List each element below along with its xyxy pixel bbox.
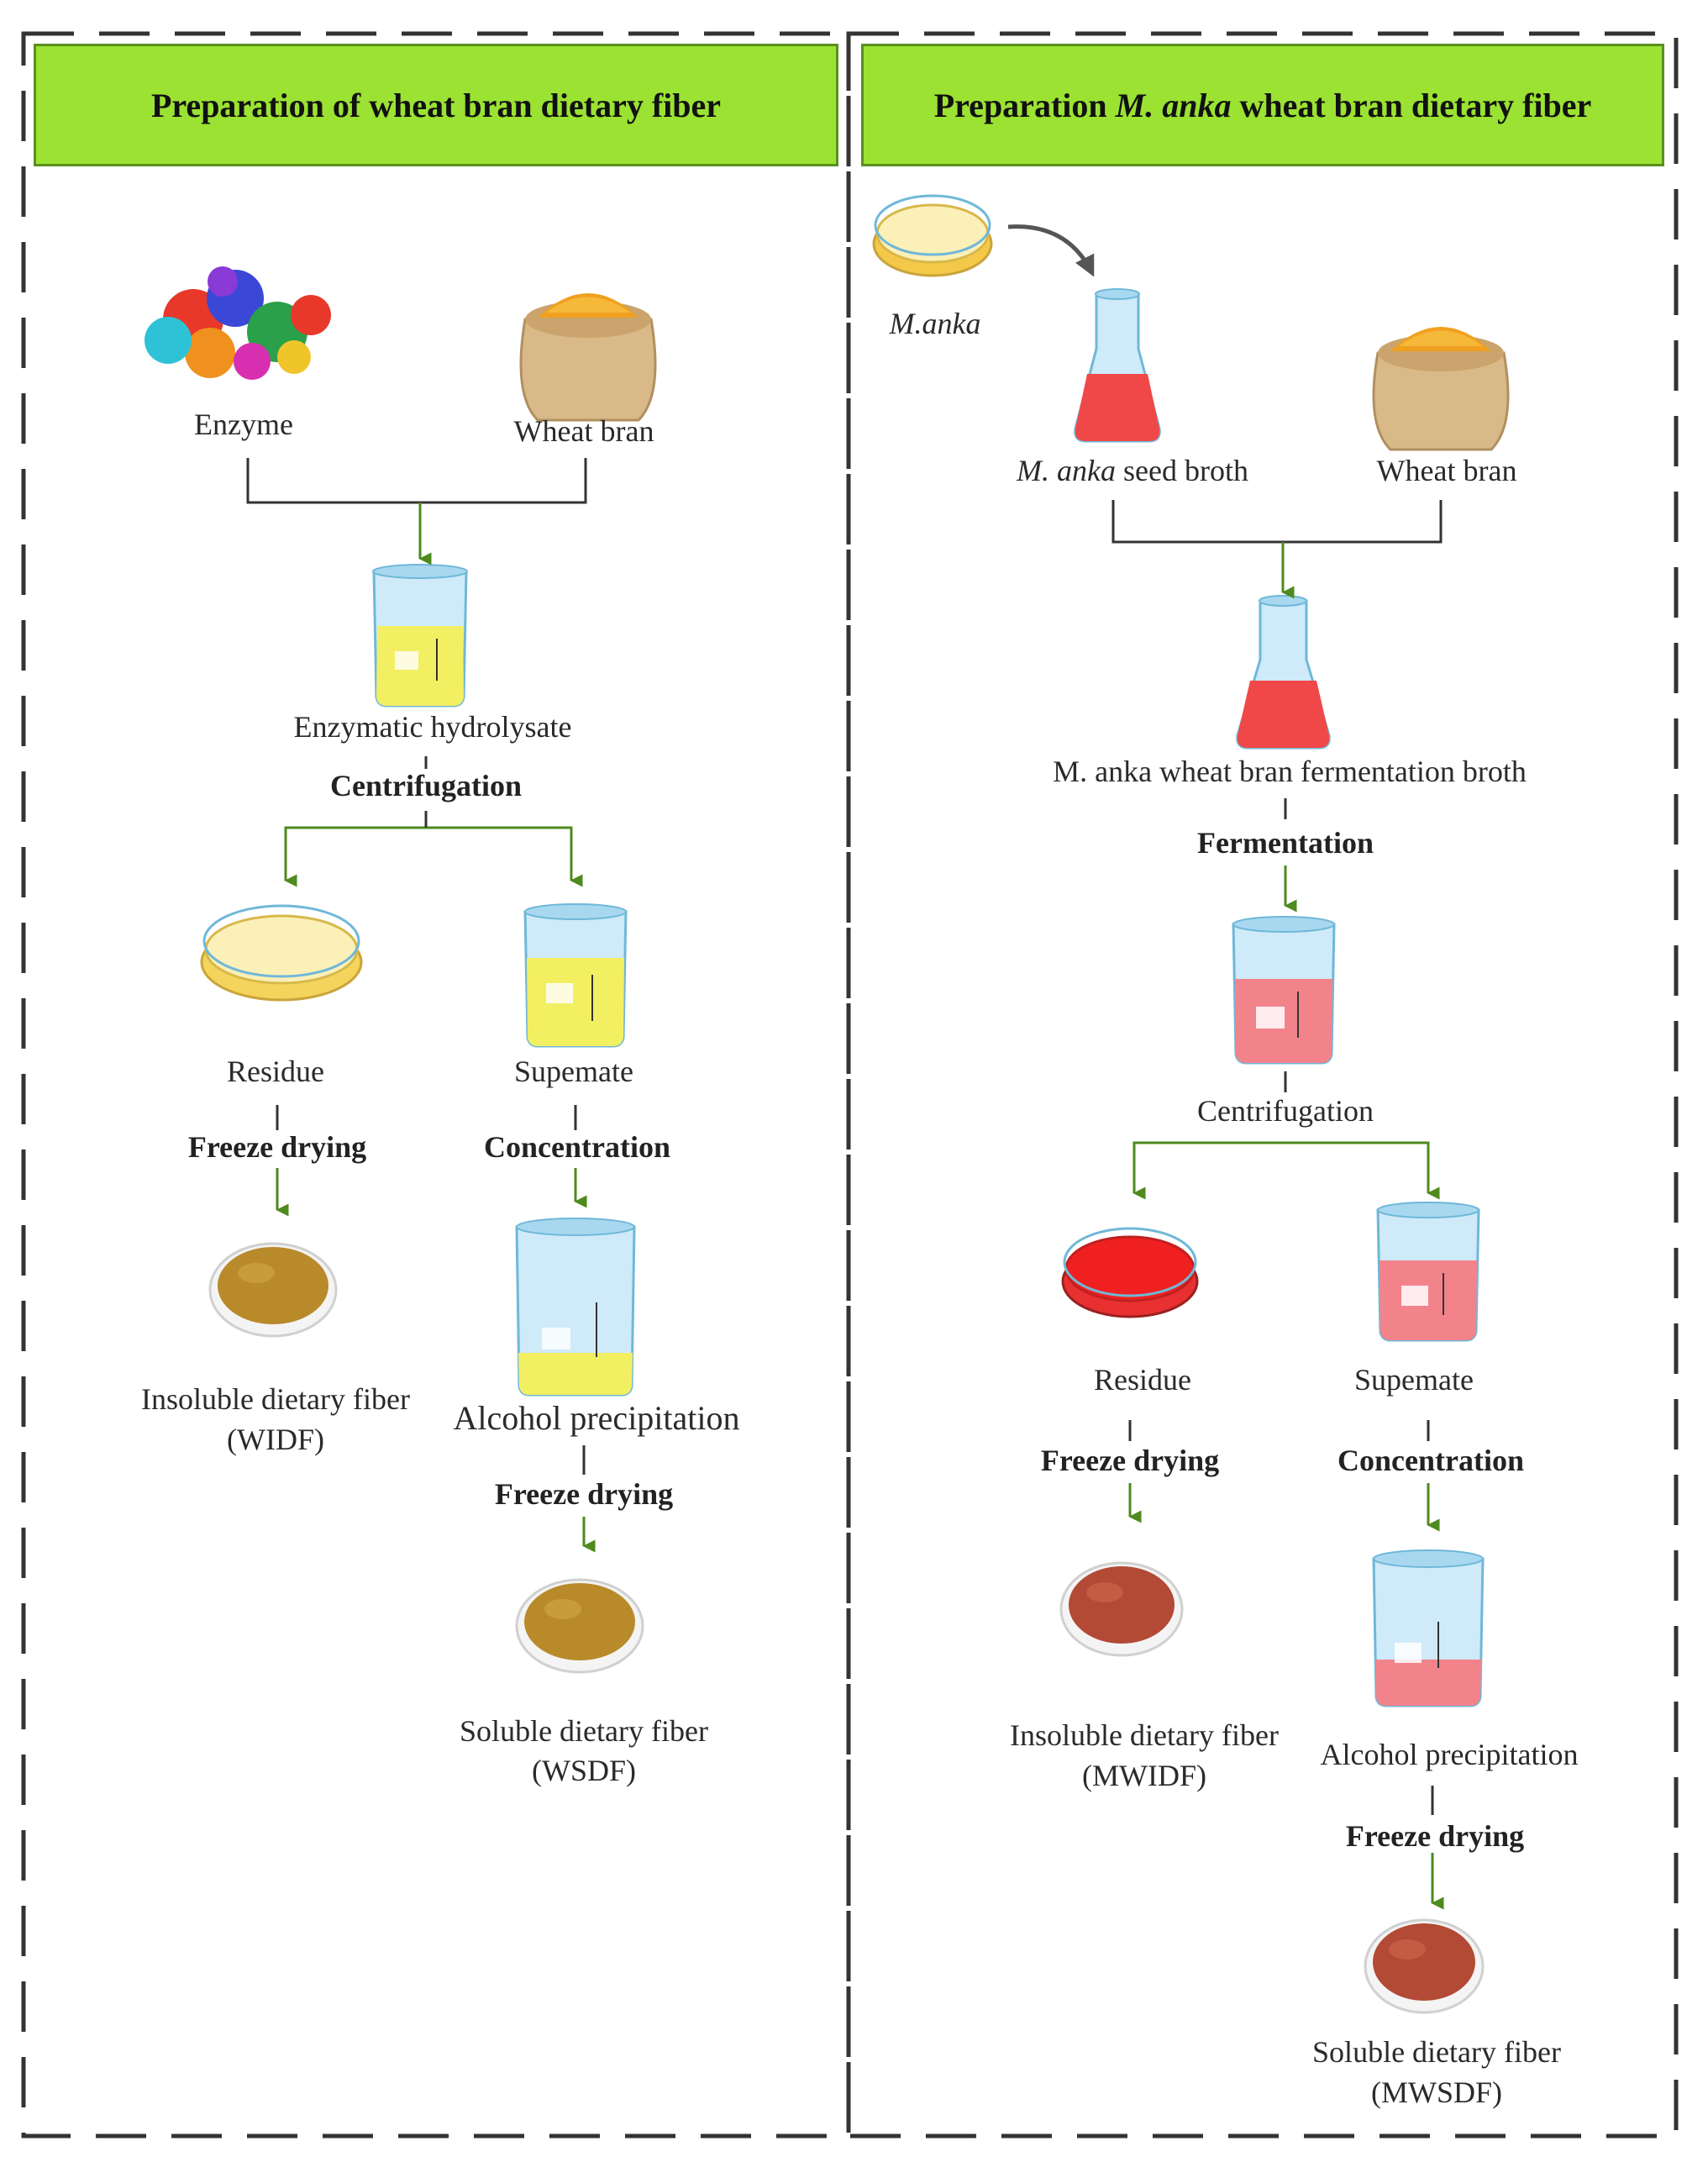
mwidf-label-line1: Insoluble dietary fiber [1010, 1718, 1279, 1752]
alcohol-beaker-icon [515, 1218, 636, 1397]
mwidf-label-line2: (MWIDF) [1082, 1759, 1206, 1792]
widf-label-line2: (WIDF) [227, 1423, 324, 1456]
enzyme-icon [145, 266, 331, 380]
residue-freeze-drying-label-right: Freeze drying [1040, 1444, 1220, 1477]
wheat-bran-label: Wheat bran [513, 414, 654, 448]
enzyme-label: Enzyme [194, 408, 293, 441]
red-alcohol-beaker-icon [1372, 1549, 1485, 1707]
fermented-beaker-icon [1232, 916, 1336, 1065]
left-connectors [246, 458, 596, 1553]
left-panel-title: Preparation of wheat bran dietary fiber [34, 44, 838, 166]
manka-label: M.anka [889, 307, 981, 340]
mwsdf-powder-icon [1364, 1918, 1485, 2014]
left-panel-title-text: Preparation of wheat bran dietary fiber [150, 86, 722, 124]
left-panel-border [21, 31, 851, 2139]
right-panel-border [846, 31, 1679, 2139]
mwsdf-label-line2: (MWSDF) [1370, 2075, 1503, 2109]
seed-broth-label: M. anka seed broth [1017, 454, 1248, 487]
wsdf-label-line2: (WSDF) [532, 1754, 636, 1787]
mwsdf-label-line1: Soluble dietary fiber [1312, 2035, 1561, 2069]
panel-borders [21, 31, 1679, 2139]
manka-petri-dish-icon [872, 194, 993, 277]
alcohol-precipitation-label: Alcohol precipitation [453, 1399, 740, 1437]
residue-petri-dish-icon [200, 904, 363, 1002]
residue-label-right: Residue [1094, 1363, 1191, 1397]
red-residue-petri-dish-icon [1061, 1227, 1199, 1318]
wsdf-label-line1: Soluble dietary fiber [460, 1714, 708, 1748]
hydrolysate-label: Enzymatic hydrolysate [293, 710, 572, 744]
fermentation-step-label: Fermentation [1197, 826, 1374, 860]
red-supernatant-beaker-icon [1376, 1202, 1480, 1342]
supernatant-label-right: Supemate [1354, 1363, 1474, 1397]
widf-powder-icon [208, 1242, 338, 1338]
wsdf-powder-icon [515, 1578, 644, 1674]
right-panel-title: Preparation M. anka wheat bran dietary f… [861, 44, 1664, 166]
fermentation-broth-label: M. anka wheat bran fermentation broth [1053, 755, 1527, 788]
hydrolysate-beaker-icon [372, 564, 468, 708]
mwidf-powder-icon [1059, 1561, 1184, 1657]
centrifugation-label-right: Centrifugation [1197, 1094, 1374, 1128]
curved-arrow [1007, 224, 1095, 277]
seed-broth-flask-icon [1074, 288, 1161, 443]
alcohol-freeze-drying-label: Freeze drying [494, 1477, 674, 1511]
concentration-label-right: Concentration [1337, 1444, 1524, 1477]
residue-label: Residue [227, 1055, 324, 1088]
wheat-bran-sack-icon-right [1372, 327, 1510, 451]
right-connectors [1112, 500, 1444, 1910]
alcohol-freeze-drying-label-right: Freeze drying [1345, 1819, 1525, 1853]
supernatant-label: Supemate [514, 1055, 633, 1088]
supernatant-beaker-icon [523, 903, 628, 1048]
widf-label-line1: Insoluble dietary fiber [141, 1382, 410, 1416]
residue-freeze-drying-label: Freeze drying [187, 1130, 367, 1164]
centrifugation-step-label: Centrifugation [330, 769, 522, 802]
alcohol-precipitation-label-right: Alcohol precipitation [1320, 1738, 1579, 1771]
right-panel-title-text: Preparation M. anka wheat bran dietary f… [933, 86, 1592, 124]
fermentation-flask-icon [1236, 595, 1331, 750]
wheat-bran-label-right: Wheat bran [1376, 454, 1517, 487]
concentration-step-label: Concentration [484, 1130, 670, 1164]
wheat-bran-sack-icon [519, 293, 657, 422]
